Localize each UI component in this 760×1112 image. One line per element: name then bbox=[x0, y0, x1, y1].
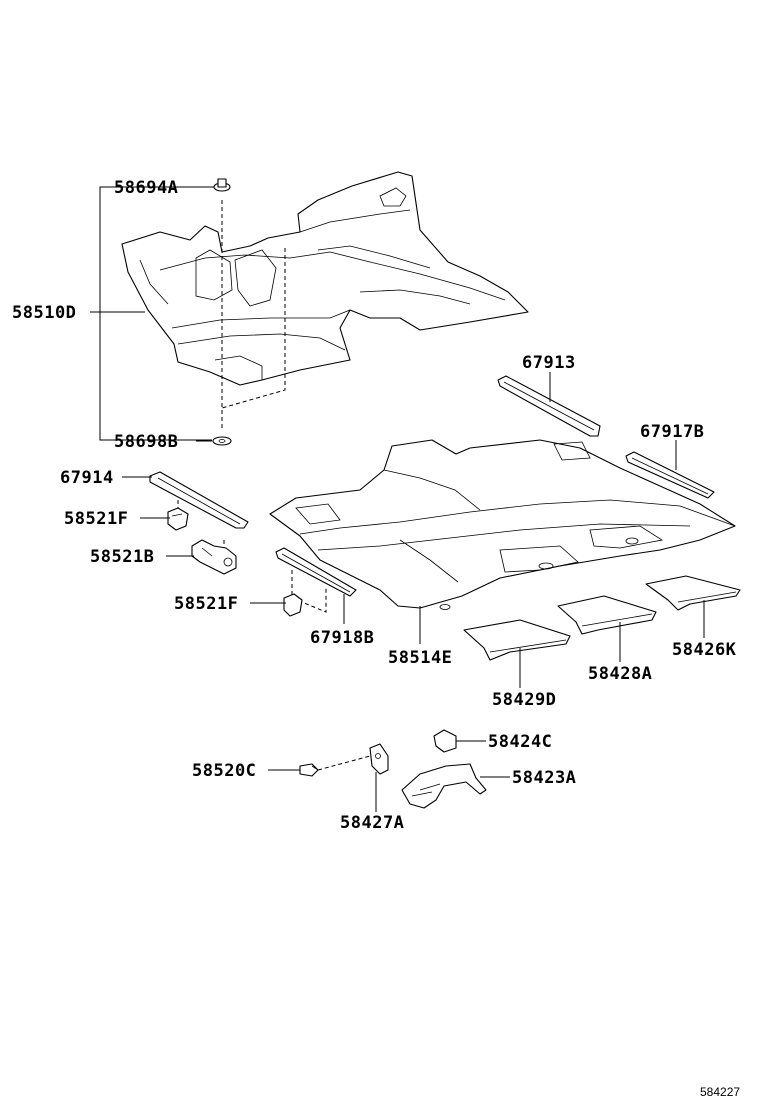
strip-clip-guide bbox=[291, 570, 327, 613]
label-58510d: 58510D bbox=[12, 303, 76, 323]
label-67914: 67914 bbox=[60, 468, 114, 488]
scuff-plate-67917b bbox=[625, 451, 715, 499]
pad-58424c-icon bbox=[433, 729, 457, 753]
mat-58426k bbox=[645, 575, 741, 611]
label-58520c: 58520C bbox=[192, 761, 256, 781]
label-67913: 67913 bbox=[522, 353, 576, 373]
label-58428a: 58428A bbox=[588, 664, 652, 684]
scuff-plate-67913 bbox=[497, 375, 601, 437]
clip-58520c-icon bbox=[299, 763, 319, 777]
clip-58698b-icon bbox=[212, 436, 232, 446]
clip-58521b-icon bbox=[191, 539, 237, 575]
label-58429d: 58429D bbox=[492, 690, 556, 710]
label-58698b: 58698B bbox=[114, 432, 178, 452]
label-67917b: 67917B bbox=[640, 422, 704, 442]
scuff-plate-67918b bbox=[275, 547, 357, 597]
clip-alignment-line bbox=[317, 755, 371, 771]
mat-58429d bbox=[463, 619, 571, 661]
label-58521f-lower: 58521F bbox=[174, 594, 238, 614]
front-floor-carpet bbox=[121, 171, 529, 386]
bracket-58510d-group bbox=[99, 186, 212, 441]
diagram-reference-code: 584227 bbox=[700, 1085, 740, 1099]
carpet-cutout-outline bbox=[221, 248, 286, 409]
label-58694a: 58694A bbox=[114, 178, 178, 198]
clip-58521f-upper-icon bbox=[167, 507, 189, 531]
clip-58694a-icon bbox=[213, 178, 231, 192]
scuff-plate-67914 bbox=[149, 471, 249, 529]
bracket-58423a-icon bbox=[401, 763, 487, 809]
rear-floor-carpet bbox=[269, 439, 736, 610]
label-58427a: 58427A bbox=[340, 813, 404, 833]
bracket-58427a-icon bbox=[369, 743, 389, 775]
label-58424c: 58424C bbox=[488, 732, 552, 752]
label-58521b: 58521B bbox=[90, 547, 154, 567]
label-58426k: 58426K bbox=[672, 640, 737, 660]
label-58514e: 58514E bbox=[388, 648, 452, 668]
label-58423a: 58423A bbox=[512, 768, 576, 788]
label-67918b: 67918B bbox=[310, 628, 374, 648]
clip-58521f-lower-icon bbox=[283, 593, 303, 617]
mat-58428a bbox=[557, 595, 657, 635]
label-58521f-upper: 58521F bbox=[64, 509, 128, 529]
